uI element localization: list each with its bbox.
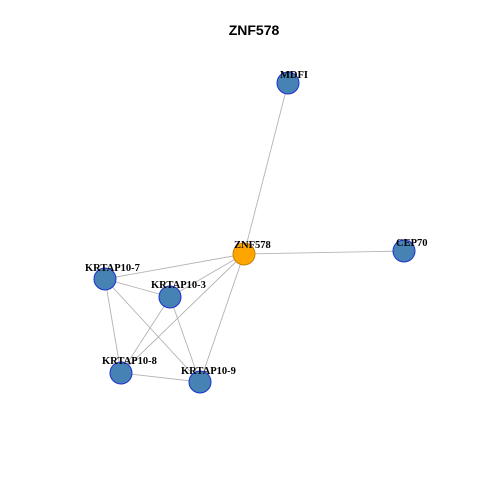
edge-znf578-krtap10-8 <box>120 253 245 374</box>
node-label-krtap10-9: KRTAP10-9 <box>181 366 236 377</box>
edge-krtap10-3-krtap10-9 <box>169 296 201 383</box>
node-krtap10-3[interactable] <box>158 285 182 309</box>
node-cep70[interactable] <box>392 239 416 263</box>
edge-znf578-krtap10-7 <box>104 253 245 280</box>
node-krtap10-8[interactable] <box>109 361 133 385</box>
node-znf578[interactable] <box>232 242 256 266</box>
node-label-cep70: CEP70 <box>396 238 428 249</box>
node-label-krtap10-7: KRTAP10-7 <box>85 263 140 274</box>
nodes-layer <box>93 71 416 394</box>
edge-krtap10-7-krtap10-9 <box>104 278 201 383</box>
edge-znf578-krtap10-3 <box>169 253 245 298</box>
node-label-mdfi: MDFI <box>280 70 308 81</box>
graph-title: ZNF578 <box>229 22 280 38</box>
edge-krtap10-3-krtap10-8 <box>120 296 171 374</box>
edge-znf578-krtap10-9 <box>199 253 245 383</box>
labels-layer: ZNF578 MDFI CEP70KRTAP10-7KRTAP10-3KRTAP10… <box>85 70 428 377</box>
edge-krtap10-8-krtap10-9 <box>120 372 201 383</box>
edge-znf578-mdfi <box>243 82 289 255</box>
node-label-krtap10-8: KRTAP10-8 <box>102 356 157 367</box>
node-label-krtap10-3: KRTAP10-3 <box>151 280 206 291</box>
node-krtap10-7[interactable] <box>93 267 117 291</box>
node-krtap10-9[interactable] <box>188 370 212 394</box>
edge-znf578-cep70 <box>243 250 405 255</box>
edges-layer <box>104 82 405 383</box>
node-mdfi[interactable] <box>276 71 300 95</box>
edge-krtap10-7-krtap10-8 <box>104 278 122 374</box>
node-label-znf578: ZNF578 <box>234 240 271 251</box>
